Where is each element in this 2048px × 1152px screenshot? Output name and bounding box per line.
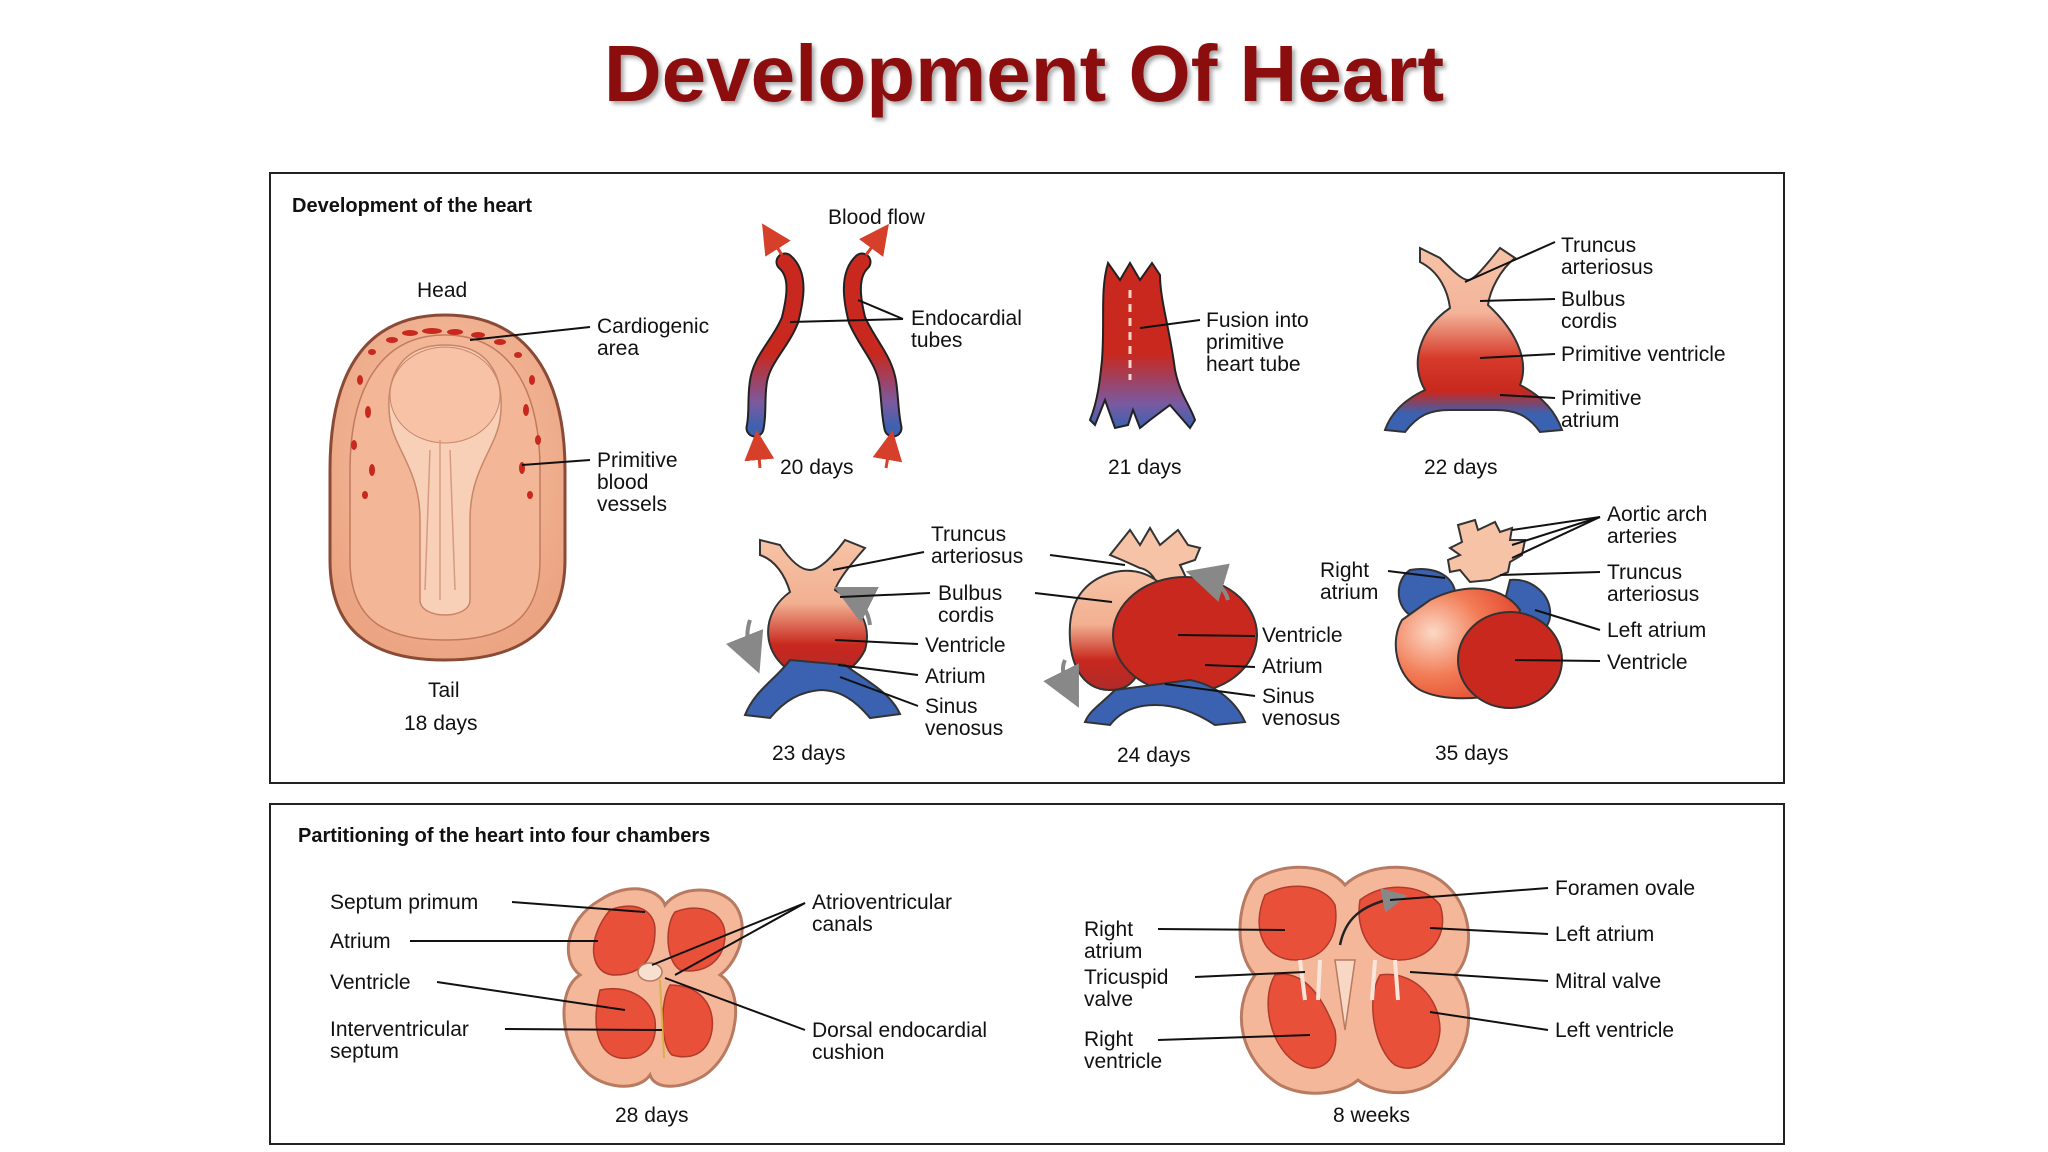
label-sinus-venosus-24: Sinus venosus (1262, 685, 1340, 730)
fused-heart-tube-21-days (1088, 260, 1197, 430)
label-foramen-ovale: Foramen ovale (1555, 877, 1695, 900)
age-23-days: 23 days (772, 742, 846, 765)
top-panel-header: Development of the heart (292, 195, 532, 217)
label-truncus-arteriosus-35: Truncus arteriosus (1607, 561, 1699, 606)
age-20-days: 20 days (780, 456, 854, 479)
heart-35-days (1394, 518, 1563, 709)
slide-title: Development Of Heart (603, 29, 1445, 118)
age-8-weeks: 8 weeks (1333, 1104, 1410, 1127)
label-primitive-ventricle-22: Primitive ventricle (1561, 343, 1726, 366)
label-primitive-blood-vessels: Primitive blood vessels (597, 449, 683, 516)
label-primitive-atrium-22: Primitive atrium (1561, 387, 1647, 432)
label-fusion-heart-tube: Fusion into primitive heart tube (1206, 309, 1315, 376)
heart-tube-22-days (1383, 246, 1564, 434)
label-bulbus-cordis-22: Bulbus cordis (1561, 288, 1631, 333)
label-atrioventricular-canals: Atrioventricular canals (812, 891, 958, 936)
age-24-days: 24 days (1117, 744, 1191, 767)
age-28-days: 28 days (615, 1104, 689, 1127)
label-aortic-arch-arteries: Aortic arch arteries (1607, 503, 1713, 548)
top-panel-frame (269, 172, 1785, 784)
label-ventricle-28: Ventricle (330, 971, 411, 994)
label-truncus-arteriosus-23: Truncus arteriosus (931, 523, 1023, 568)
heart-loop-24-days (1043, 526, 1258, 727)
label-atrium-23: Atrium (925, 665, 986, 688)
label-left-atrium-8w: Left atrium (1555, 923, 1654, 946)
label-endocardial-tubes: Endocardial tubes (911, 307, 1028, 352)
bottom-panel-header: Partitioning of the heart into four cham… (298, 825, 710, 847)
label-ventricle-24: Ventricle (1262, 624, 1343, 647)
age-35-days: 35 days (1435, 742, 1509, 765)
heart-28-days (562, 887, 744, 1088)
label-left-ventricle-8w: Left ventricle (1555, 1019, 1674, 1042)
label-atrium-24: Atrium (1262, 655, 1323, 678)
embryo-18-days (328, 313, 567, 662)
heart-8-weeks (1238, 865, 1471, 1095)
label-ventricle-35: Ventricle (1607, 651, 1688, 674)
label-tail: Tail (428, 679, 460, 702)
label-left-atrium-35: Left atrium (1607, 619, 1706, 642)
label-cardiogenic-area: Cardiogenic area (597, 315, 715, 360)
label-septum-primum: Septum primum (330, 891, 478, 914)
bottom-panel-frame (269, 803, 1785, 1145)
label-tricuspid-valve: Tricuspid valve (1084, 966, 1174, 1011)
label-bulbus-cordis-23: Bulbus cordis (938, 582, 1008, 627)
label-ventricle-23: Ventricle (925, 634, 1006, 657)
label-atrium-28: Atrium (330, 930, 391, 953)
label-truncus-arteriosus-22: Truncus arteriosus (1561, 234, 1653, 279)
label-sinus-venosus-23: Sinus venosus (925, 695, 1003, 740)
label-right-atrium-35: Right atrium (1320, 559, 1378, 604)
label-right-ventricle-8w: Right ventricle (1084, 1028, 1162, 1073)
age-21-days: 21 days (1108, 456, 1182, 479)
label-head: Head (417, 279, 467, 302)
age-22-days: 22 days (1424, 456, 1498, 479)
endocardial-tubes-20-days (744, 223, 903, 469)
age-18-days: 18 days (404, 712, 478, 735)
heart-loop-23-days (726, 538, 902, 720)
label-mitral-valve: Mitral valve (1555, 970, 1661, 993)
label-dorsal-endocardial-cushion: Dorsal endocardial cushion (812, 1019, 993, 1064)
label-interventricular-septum: Interventricular septum (330, 1018, 475, 1063)
label-right-atrium-8w: Right atrium (1084, 918, 1142, 963)
label-blood-flow: Blood flow (828, 206, 926, 229)
